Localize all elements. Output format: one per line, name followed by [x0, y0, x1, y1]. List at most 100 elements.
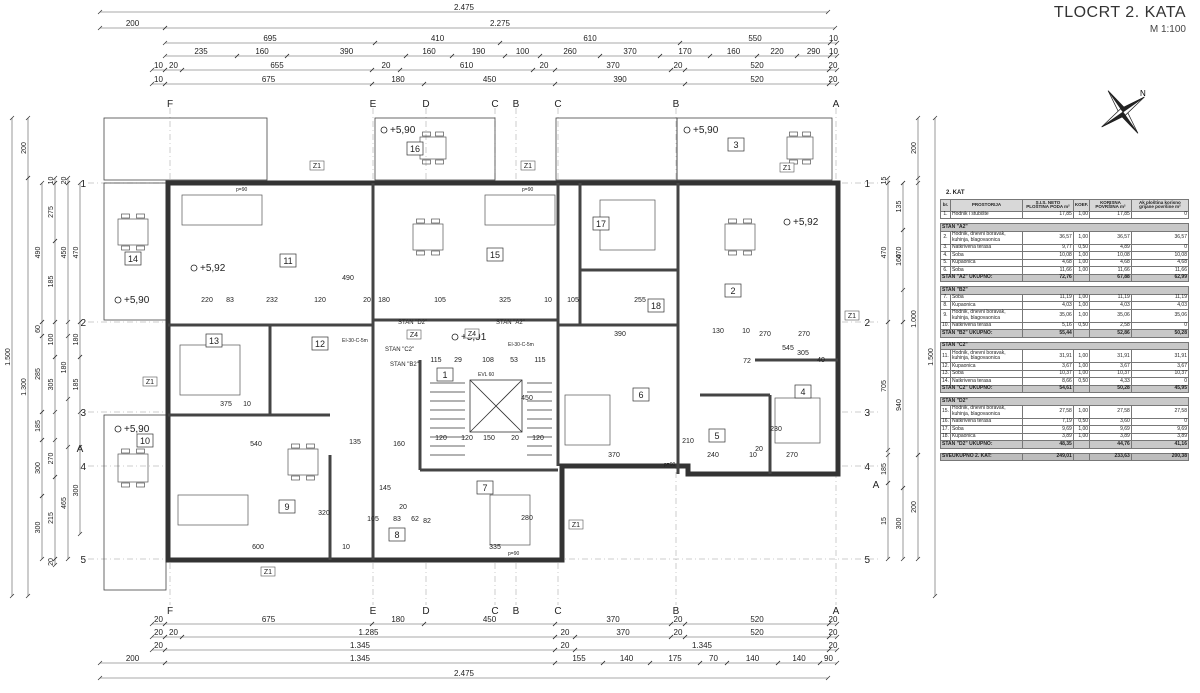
dim-tick [497, 40, 503, 46]
dim-value: 520 [750, 615, 764, 624]
chair [802, 131, 811, 137]
dim-value: 20 [829, 615, 838, 624]
schedule-total-cell: 67,88 [1089, 273, 1132, 283]
dim-value: 275 [48, 206, 55, 218]
schedule-cell: 3,89 [1022, 432, 1074, 442]
inner-dim: 53 [510, 357, 518, 364]
dim-tick [885, 556, 891, 562]
dim-tick [834, 81, 840, 87]
room-number: 11 [283, 256, 292, 266]
schedule-cell: 35,06 [1089, 308, 1132, 323]
schedule-cell: 13. [940, 369, 951, 379]
room-number: 6 [638, 390, 643, 400]
schedule-cell: 9,69 [1130, 425, 1190, 434]
annotation: EI-30-C-5m [508, 342, 534, 348]
room-number-box [136, 433, 154, 448]
schedule-cell: 11,19 [1022, 293, 1074, 303]
dim-value: 1.000 [911, 310, 918, 328]
dim-tick [697, 660, 703, 666]
inner-dim: 83 [393, 516, 401, 523]
dim-tick [537, 53, 543, 59]
elevator-shaft [469, 379, 523, 433]
dim-tick [162, 67, 168, 73]
axis-top-label: C [491, 99, 498, 110]
schedule-cell: 9. [940, 308, 951, 323]
dim-value: 20 [540, 61, 549, 70]
dim-tick [668, 67, 674, 73]
dim-tick [77, 354, 83, 360]
axis-top-label: B [513, 99, 520, 110]
dim-tick [552, 81, 558, 87]
inner-dim: 320 [318, 510, 330, 517]
dim-value: 20 [48, 558, 55, 566]
inner-dim: 20 [399, 504, 407, 511]
room-number-box [724, 283, 742, 298]
zone-tag: Z1 [848, 313, 856, 320]
dim-value: 185 [35, 420, 42, 432]
schedule-section-row: STAN "B2" [940, 286, 1189, 295]
inner-dim: 375 [220, 401, 232, 408]
dim-tick [162, 621, 168, 627]
schedule-cell: Kupaonica [949, 258, 1024, 268]
elevation-marker-icon [451, 333, 459, 341]
dim-tick [25, 115, 31, 121]
dim-tick [502, 53, 508, 59]
stair-treads [430, 382, 552, 456]
zone-tag-box [568, 519, 584, 530]
inner-dim: 325 [499, 297, 511, 304]
room-8-marker: 8 [388, 527, 406, 542]
dim-tick [572, 647, 578, 653]
dim-value: 20 [61, 177, 68, 185]
schedule-cell: Natkrivena terasa [949, 417, 1024, 427]
chair [136, 245, 145, 251]
schedule-row: 11.Hodnik, dnevni boravak, kuhinja, blag… [940, 349, 1190, 364]
elevation-label: +5,90 [693, 125, 719, 136]
dim-tick [552, 634, 558, 640]
zone-tag: Z1 [783, 165, 791, 172]
schedule-cell: 1. [940, 210, 951, 220]
schedule-col-header: KOEF. [1072, 199, 1091, 212]
dim-tick [915, 452, 921, 458]
dim-value: 100 [516, 47, 530, 56]
dim-value: 20 [829, 628, 838, 637]
dim-tick [77, 319, 83, 325]
dim-value: 215 [48, 512, 55, 524]
room-3-marker: 3 [727, 137, 745, 152]
schedule-spacer [940, 447, 1189, 454]
schedule-cell: Hodnik, dnevni boravak, kuhinja, blagova… [949, 404, 1024, 419]
inner-dim: 335 [489, 544, 501, 551]
terrace-top-mid [555, 117, 678, 181]
dim-value: 300 [35, 462, 42, 474]
dim-value: 220 [770, 47, 784, 56]
inner-dim: 10 [342, 544, 350, 551]
dim-value: 450 [61, 247, 68, 259]
zone-tag: Z1 [313, 163, 321, 170]
dim-value: 1.300 [21, 378, 28, 396]
inner-dim: 105 [367, 516, 379, 523]
schedule-total-cell: STAN "A2" UKUPNO: [939, 273, 1024, 283]
dim-value: 390 [613, 75, 627, 84]
dim-tick [25, 175, 31, 181]
dim-value: 300 [35, 522, 42, 534]
room-number-box [388, 527, 406, 542]
dim-value: 300 [896, 518, 903, 530]
room-number: 3 [733, 140, 738, 150]
schedule-total-cell [1072, 384, 1091, 394]
dim-value: 10 [154, 75, 163, 84]
dim-tick [597, 53, 603, 59]
inner-dim: 20 [363, 297, 371, 304]
dim-value: 520 [750, 61, 764, 70]
chair [743, 218, 752, 224]
dim-value: 450 [483, 615, 497, 624]
dim-value: 1.500 [928, 348, 935, 366]
dim-tick [817, 660, 823, 666]
schedule-cell: 1,00 [1072, 369, 1091, 379]
dim-tick [9, 115, 15, 121]
room-number: 9 [284, 502, 289, 512]
